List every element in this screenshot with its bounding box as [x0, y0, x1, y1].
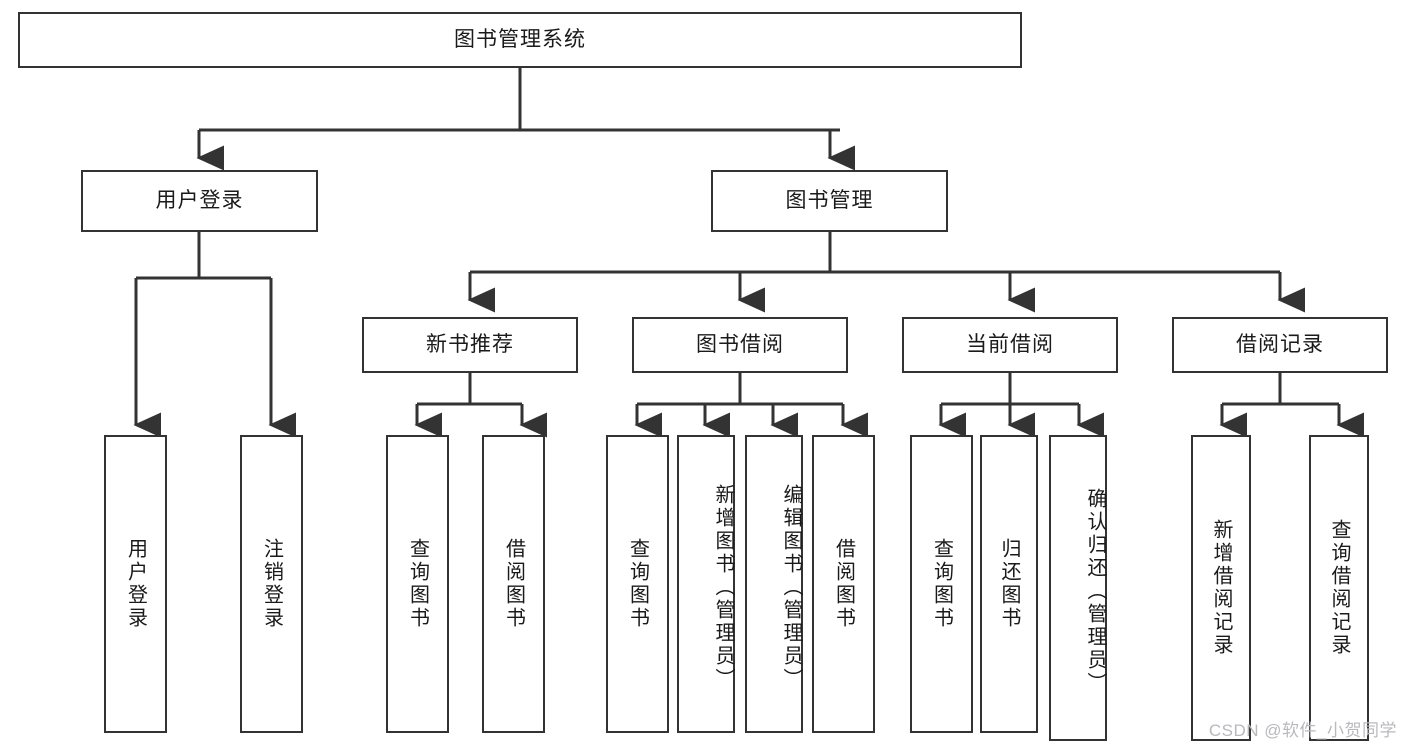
node-new-book-recommend[interactable]: 新书推荐 [362, 317, 578, 373]
node-book-management[interactable]: 图书管理 [711, 170, 948, 232]
node-book-borrow[interactable]: 图书借阅 [632, 317, 848, 373]
leaf-user-login[interactable]: 用户登录 [104, 435, 167, 733]
leaf-add-book-admin[interactable]: 新增图书（管理员） [677, 435, 735, 733]
leaf-add-borrow-record[interactable]: 新增借阅记录 [1191, 435, 1251, 741]
node-borrow-record[interactable]: 借阅记录 [1172, 317, 1388, 373]
leaf-query-book-current[interactable]: 查询图书 [910, 435, 973, 733]
node-root-system[interactable]: 图书管理系统 [18, 12, 1022, 68]
leaf-edit-book-admin[interactable]: 编辑图书（管理员） [745, 435, 803, 733]
leaf-confirm-return-admin[interactable]: 确认归还（管理员） [1049, 435, 1107, 741]
leaf-return-book[interactable]: 归还图书 [980, 435, 1038, 733]
leaf-borrow-book-recommend[interactable]: 借阅图书 [482, 435, 545, 733]
leaf-borrow-book[interactable]: 借阅图书 [812, 435, 875, 733]
leaf-logout[interactable]: 注销登录 [240, 435, 303, 733]
node-current-borrow[interactable]: 当前借阅 [902, 317, 1118, 373]
node-user-login[interactable]: 用户登录 [81, 170, 318, 232]
csdn-watermark: CSDN @软件_小贺同学 [1208, 721, 1397, 740]
leaf-query-book-recommend[interactable]: 查询图书 [386, 435, 449, 733]
leaf-query-book-borrow[interactable]: 查询图书 [606, 435, 669, 733]
leaf-query-borrow-record[interactable]: 查询借阅记录 [1309, 435, 1369, 741]
